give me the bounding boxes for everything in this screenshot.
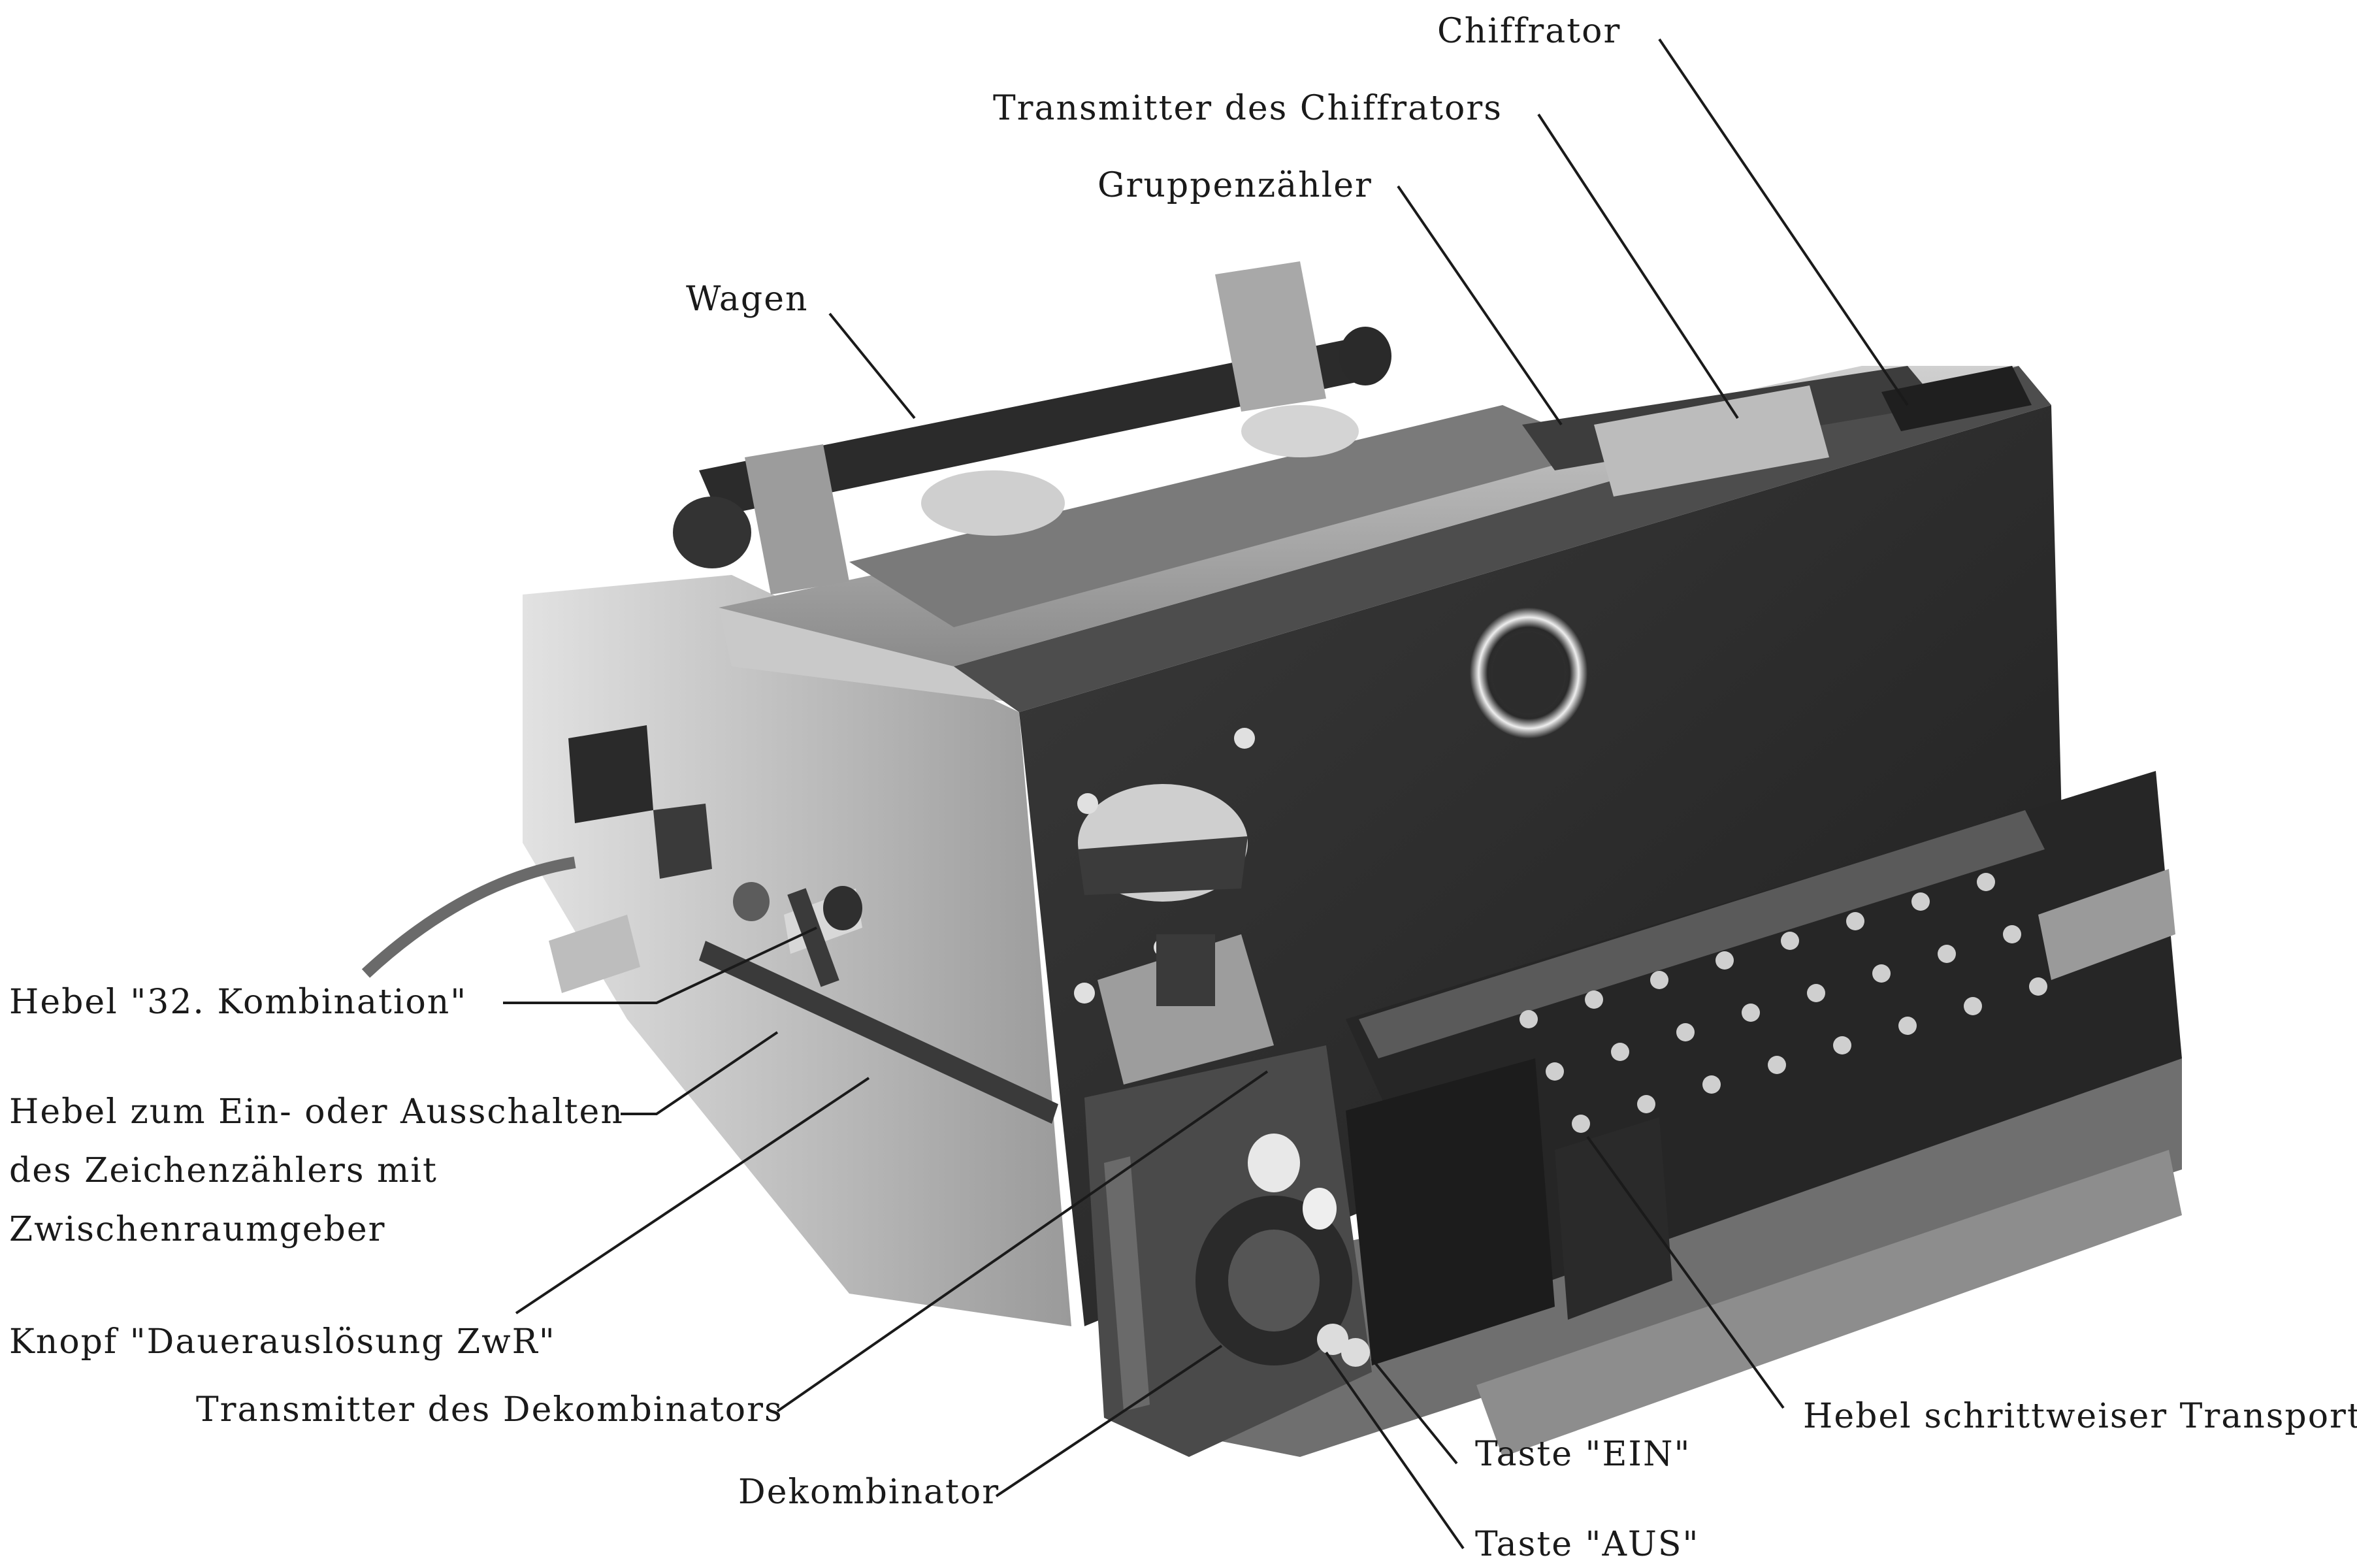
- label-hebel-ein-aus-line2: des Zeichenzählers mit: [9, 1151, 438, 1190]
- keyboard: [1346, 771, 2182, 1307]
- leader-transmitter-dekombinator: [776, 1070, 1269, 1413]
- leader-hebel-transport: [1586, 1135, 1785, 1409]
- label-wagen: Wagen: [686, 280, 809, 319]
- label-hebel-ein-aus-line3: Zwischenraumgeber: [9, 1210, 386, 1249]
- label-hebel-32-kombination: Hebel "32. Kombination": [9, 983, 468, 1022]
- label-dekombinator: Dekombinator: [738, 1473, 1000, 1512]
- front-window: [1078, 784, 1248, 902]
- label-gruppenzaehler: Gruppenzähler: [1097, 166, 1373, 205]
- front-dial: [1470, 608, 1587, 738]
- leader-dekombinator: [995, 1345, 1223, 1497]
- leader-taste-ein: [1371, 1358, 1458, 1465]
- cipher-unit-top: [1522, 366, 2032, 497]
- carriage-roller: [673, 261, 1391, 595]
- label-taste-ein: Taste "EIN": [1475, 1435, 1691, 1474]
- leader-transmitter-chiffrator: [1537, 113, 1739, 419]
- leader-knopf-dauer: [515, 1077, 870, 1315]
- leader-lines: [503, 38, 1909, 1550]
- leader-gruppenzaehler: [1397, 185, 1563, 426]
- label-hebel-schrittweiser-transport: Hebel schrittweiser Transport: [1803, 1397, 2357, 1436]
- label-knopf-dauerausloesung: Knopf "Dauerauslösung ZwR": [9, 1322, 556, 1362]
- label-transmitter-chiffrator: Transmitter des Chiffrators: [993, 89, 1503, 128]
- label-transmitter-dekombinator: Transmitter des Dekombinators: [196, 1390, 783, 1429]
- leader-taste-aus: [1325, 1351, 1465, 1550]
- leader-chiffrator: [1658, 38, 1909, 406]
- leader-hebel-32: [503, 926, 817, 1004]
- left-lever-assembly: [361, 857, 1058, 1124]
- leader-wagen: [828, 312, 916, 419]
- leader-hebel-ein-aus: [621, 1031, 779, 1115]
- label-hebel-ein-aus-line1: Hebel zum Ein- oder Ausschalten: [9, 1092, 624, 1132]
- label-taste-aus: Taste "AUS": [1475, 1525, 1700, 1564]
- label-chiffrator: Chiffrator: [1437, 12, 1621, 51]
